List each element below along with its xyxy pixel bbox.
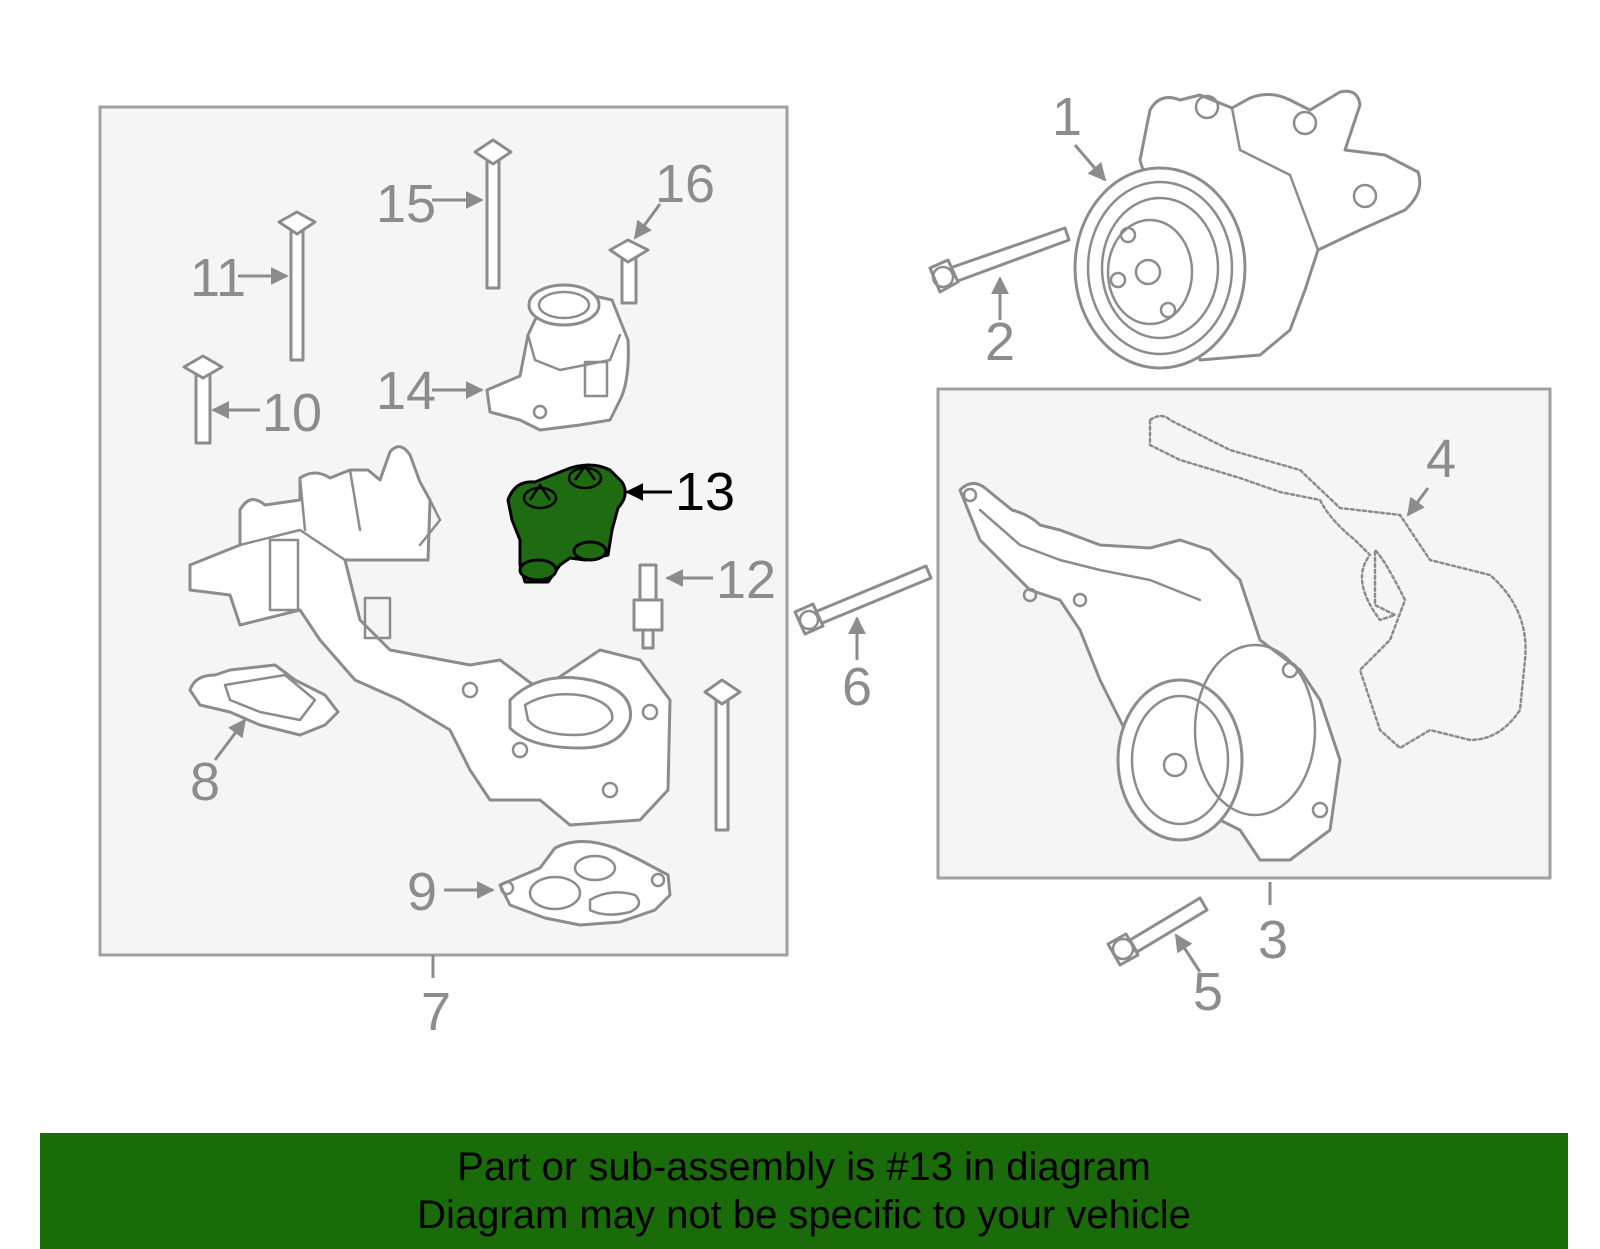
part-bolt-16: 16 (608, 154, 715, 305)
callout-14: 14 (376, 361, 436, 421)
callout-15: 15 (376, 174, 436, 234)
part-bolt-11: 11 (190, 210, 317, 362)
callout-11: 11 (190, 248, 246, 308)
part-coolant-manifold (188, 445, 672, 827)
part-thermostat-housing-14: 14 (376, 283, 630, 432)
callout-4: 4 (1426, 429, 1456, 489)
part-water-pump-pulley: 1 (1052, 87, 1422, 370)
callout-3: 3 (1258, 910, 1288, 970)
disclaimer-banner: Part or sub-assembly is #13 in diagram D… (40, 1133, 1568, 1249)
callout-12: 12 (716, 550, 776, 610)
callout-9: 9 (407, 862, 437, 922)
part-bolt-15: 15 (376, 138, 513, 290)
part-gasket-9: 9 (407, 840, 672, 927)
part-gasket-8: 8 (188, 663, 340, 812)
part-bolt-6: 6 (793, 564, 933, 717)
part-sensor-12: 12 (632, 550, 776, 650)
banner-line-2: Diagram may not be specific to your vehi… (417, 1193, 1191, 1237)
part-bolt-10: 10 (182, 354, 322, 445)
part-bolt-2: 2 (928, 226, 1071, 372)
callout-1: 1 (1052, 87, 1082, 147)
callout-16: 16 (655, 154, 715, 214)
part-thermostat-13-highlighted: 13 (506, 462, 735, 584)
callout-6: 6 (842, 657, 872, 717)
banner-background (40, 1133, 1568, 1249)
part-bolt-5: 5 (1106, 896, 1223, 1022)
part-gasket-4: 4 (1148, 414, 1527, 750)
banner-line-1: Part or sub-assembly is #13 in diagram (457, 1145, 1151, 1189)
part-bolt-manifold (703, 678, 742, 832)
callout-2: 2 (985, 312, 1015, 372)
callout-13: 13 (675, 462, 735, 522)
assembly-frame-7 (98, 105, 789, 957)
callout-7: 7 (421, 982, 451, 1042)
part-water-pump-3: 3 (958, 482, 1342, 970)
callout-8: 8 (190, 752, 220, 812)
callout-10: 10 (262, 383, 322, 443)
callout-5: 5 (1193, 962, 1223, 1022)
